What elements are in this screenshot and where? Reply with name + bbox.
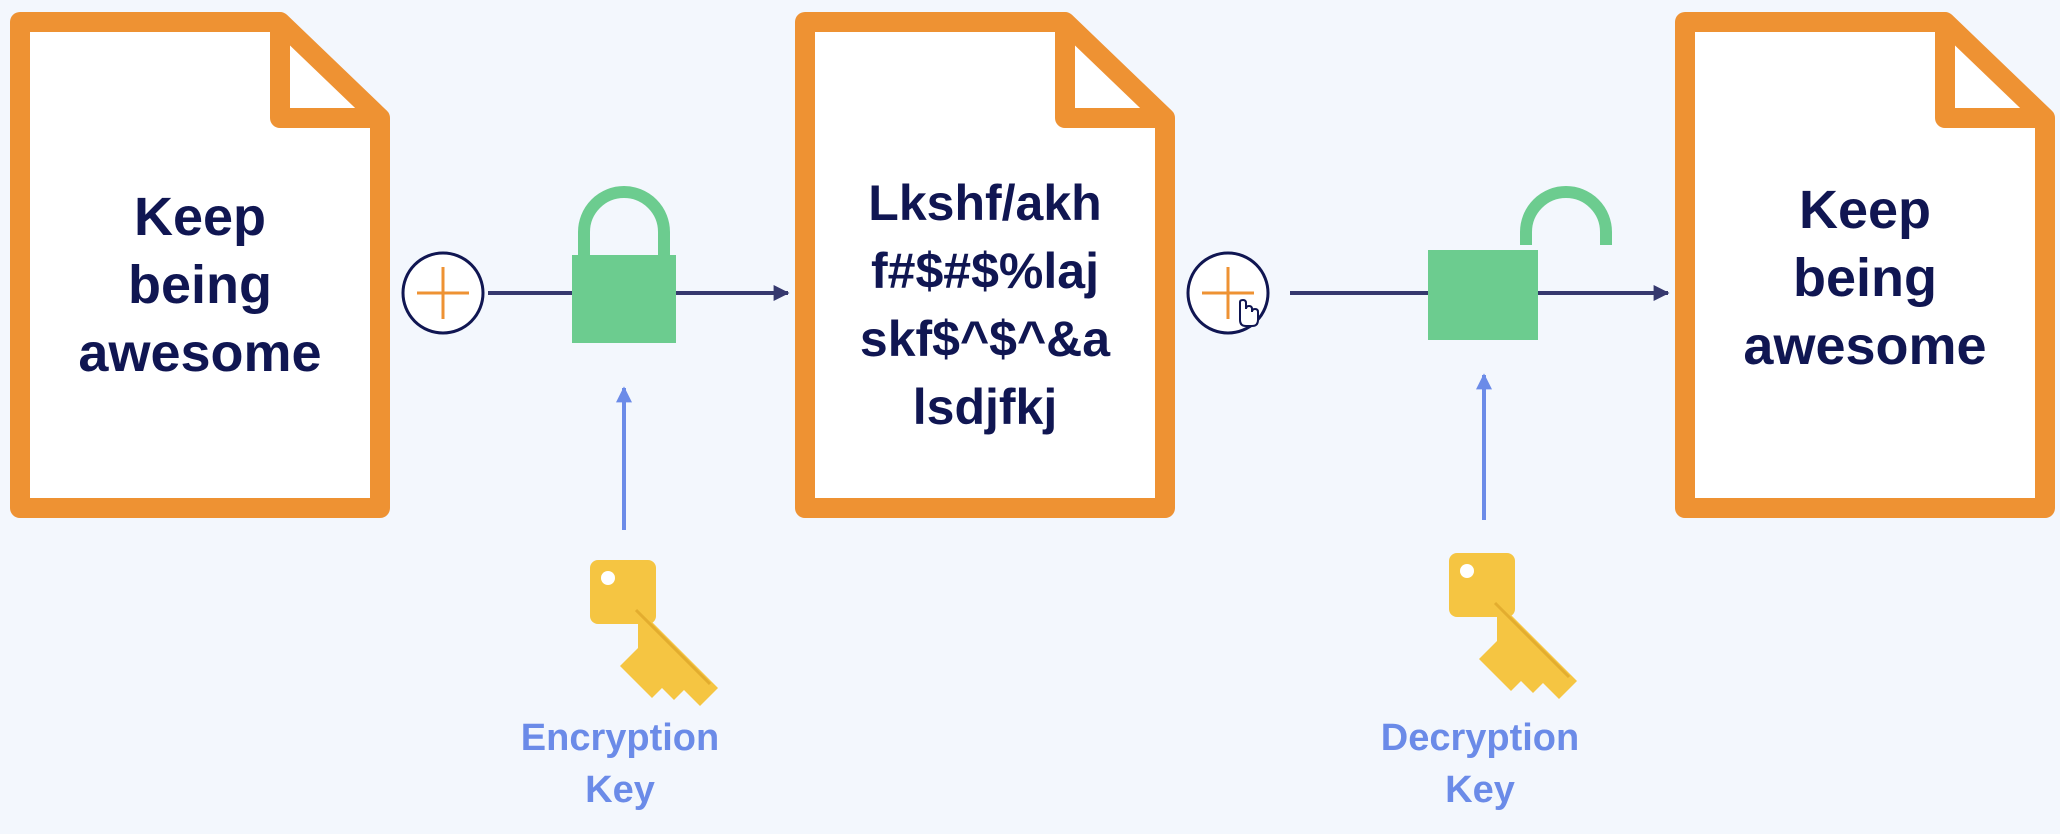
label-line: Key (585, 769, 655, 811)
text-line: f#$#$%laj (871, 243, 1099, 299)
document-plaintext-output (1675, 12, 2055, 518)
document-plaintext-input (10, 12, 390, 518)
text-line: skf$^$^&a (859, 311, 1111, 367)
ciphertext-text: Lkshf/akh f#$#$%laj skf$^$^&a lsdjfkj (815, 155, 1155, 455)
hand-cursor-icon (1239, 298, 1259, 327)
encryption-key-label: Encryption Key (460, 712, 780, 816)
label-line: Key (1445, 769, 1515, 811)
lock-closed-icon (572, 186, 676, 343)
key-icon (1449, 553, 1577, 699)
lock-open-icon (1428, 186, 1612, 340)
decryption-key-label: Decryption Key (1320, 712, 1640, 816)
plaintext-input-text: Keep being awesome (30, 165, 370, 405)
plaintext-output-text: Keep being awesome (1695, 158, 2035, 398)
text-line: Keep (1798, 180, 1932, 240)
text-line: lsdjfkj (912, 379, 1058, 435)
text-line: Keep (133, 187, 267, 247)
text-line: being (1793, 248, 1937, 308)
text-line: awesome (78, 323, 322, 383)
label-line: Decryption (1380, 717, 1580, 759)
key-icon (590, 560, 718, 706)
plus-circle-icon (401, 251, 485, 335)
label-line: Encryption (520, 717, 720, 759)
document-ciphertext (795, 12, 1175, 518)
text-line: awesome (1743, 316, 1987, 376)
text-line: Lkshf/akh (868, 175, 1102, 231)
text-line: being (128, 255, 272, 315)
